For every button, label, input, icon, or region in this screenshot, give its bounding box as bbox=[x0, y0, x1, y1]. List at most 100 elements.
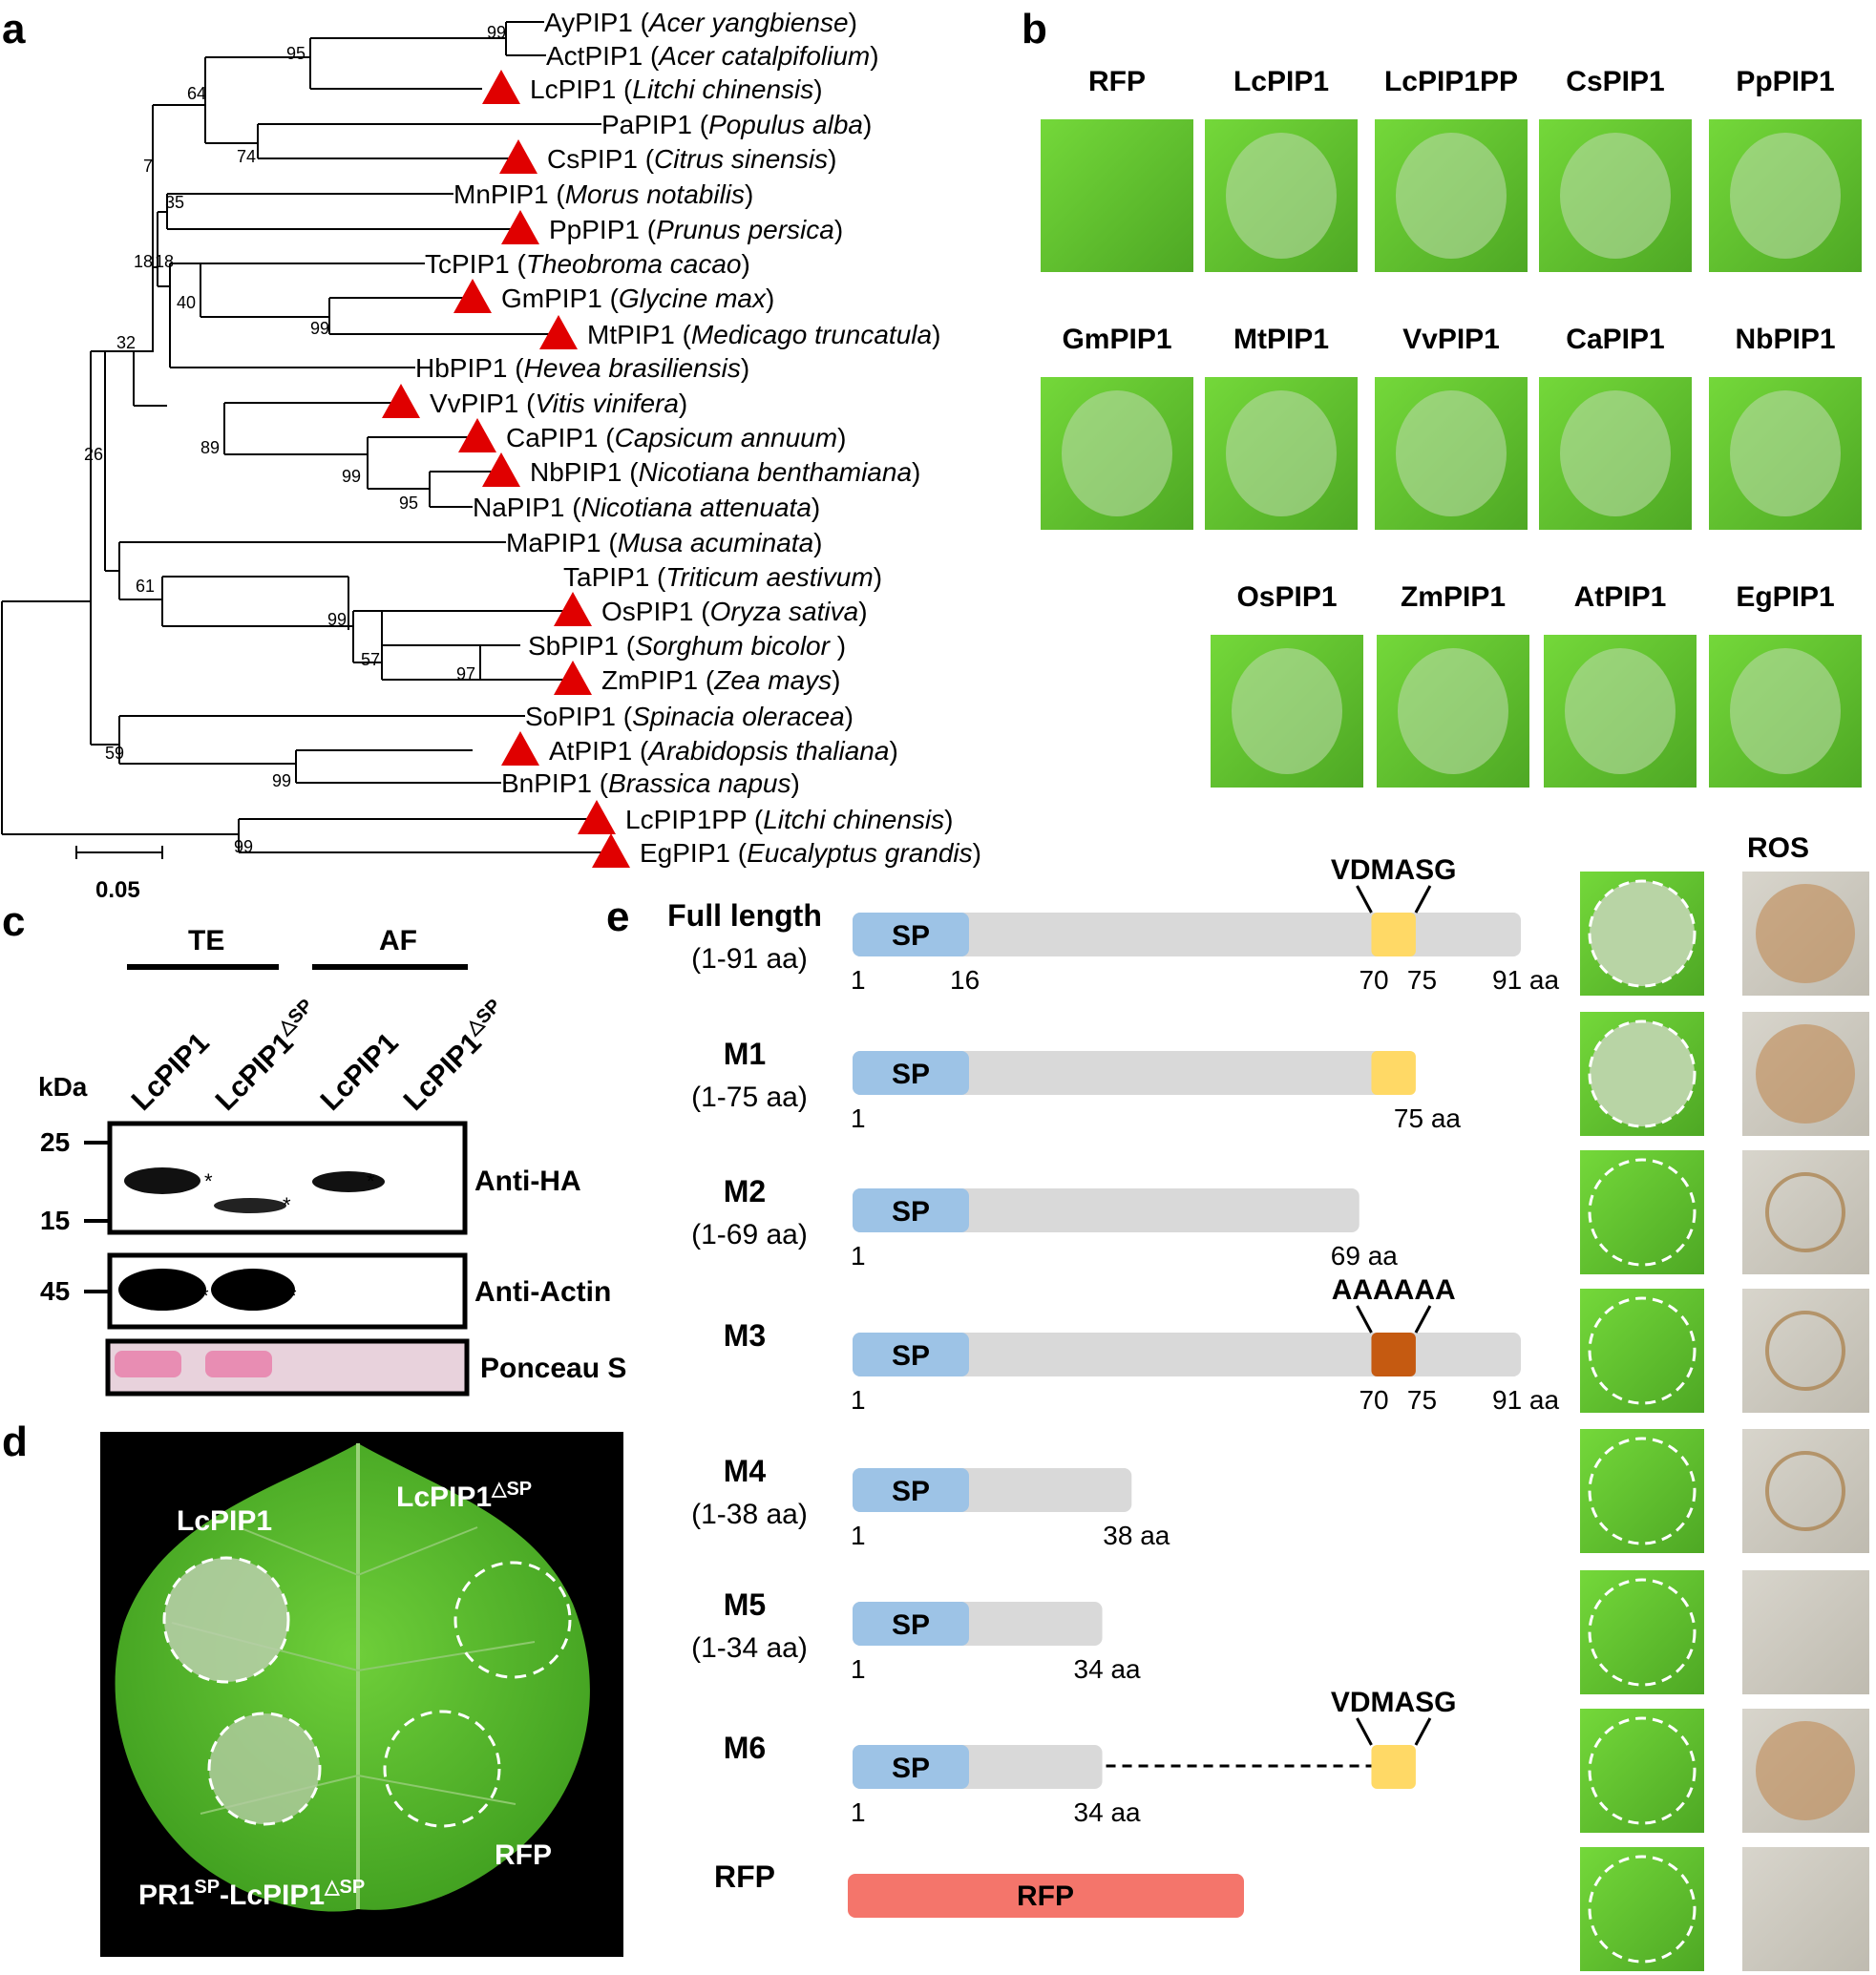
construct-range: (1-75 aa) bbox=[691, 1082, 808, 1113]
taxon-species: Triticum aestivum bbox=[665, 562, 873, 592]
band-star: * bbox=[283, 1193, 291, 1217]
taxon-gene: BnPIP1 ( bbox=[501, 768, 609, 798]
leaf-tile-label: NbPIP1 bbox=[1735, 324, 1835, 355]
ponceau-band bbox=[115, 1351, 181, 1377]
taxon-paren: ) bbox=[837, 423, 846, 452]
signal-peptide-label: SP bbox=[892, 1059, 930, 1090]
motif-box bbox=[1371, 1745, 1416, 1789]
taxon-label: GmPIP1 (Glycine max) bbox=[501, 284, 774, 313]
taxon-species: Nicotiana benthamiana bbox=[639, 457, 912, 487]
taxon-paren: ) bbox=[742, 249, 750, 279]
western-blot-panel: TE AF kDa LcPIP1 LcPIP1△SP LcPIP1 LcPIP1… bbox=[38, 925, 626, 1397]
marker-triangle-icon bbox=[592, 833, 630, 868]
leaf-tile-label: ZmPIP1 bbox=[1401, 581, 1506, 613]
residue-position: 38 aa bbox=[1103, 1521, 1170, 1550]
taxon-label: LcPIP1 (Litchi chinensis) bbox=[530, 74, 823, 104]
taxon-paren: ) bbox=[870, 41, 878, 71]
taxon-gene: ZmPIP1 ( bbox=[601, 665, 715, 695]
taxon-species: Prunus persica bbox=[656, 215, 834, 244]
ros-stain-photo bbox=[1742, 1150, 1869, 1274]
taxon-paren: ) bbox=[944, 805, 953, 834]
band bbox=[312, 1171, 385, 1192]
leaf-tile-label: LcPIP1PP bbox=[1384, 66, 1518, 97]
construct-leaf-photo bbox=[1580, 1289, 1704, 1413]
residue-position: 1 bbox=[851, 1385, 866, 1415]
taxon-paren: ) bbox=[832, 665, 840, 695]
leaf-tile-label: GmPIP1 bbox=[1062, 324, 1171, 355]
bootstrap-value: 99 bbox=[342, 467, 361, 486]
signal-peptide-label: SP bbox=[892, 1340, 930, 1372]
leaf-tile-label: RFP bbox=[1088, 66, 1146, 97]
leaf-tile-label: MtPIP1 bbox=[1233, 324, 1329, 355]
residue-position: 91 aa bbox=[1492, 965, 1559, 995]
taxon-species: Zea mays bbox=[713, 665, 832, 695]
construct-name: M3 bbox=[724, 1318, 766, 1353]
leaf-tile-label: PpPIP1 bbox=[1736, 66, 1834, 97]
residue-position: 70 bbox=[1359, 1385, 1388, 1415]
marker-triangle-icon bbox=[539, 315, 578, 349]
necrosis-area bbox=[1062, 390, 1172, 516]
necrosis-area bbox=[1226, 390, 1337, 516]
construct-spot bbox=[1588, 1437, 1697, 1545]
taxon-paren: ) bbox=[766, 284, 774, 313]
band bbox=[118, 1269, 206, 1311]
taxon-species: Vitis vinifera bbox=[535, 389, 678, 418]
taxon-gene: AyPIP1 ( bbox=[544, 8, 650, 37]
marker-25: 25 bbox=[40, 1127, 70, 1157]
bootstrap-value: 32 bbox=[116, 333, 136, 352]
construct-body bbox=[853, 1188, 1360, 1232]
taxon-gene: MaPIP1 ( bbox=[506, 528, 618, 557]
taxon-species: Oryza sativa bbox=[710, 597, 859, 626]
taxon-label: CsPIP1 (Citrus sinensis) bbox=[547, 144, 836, 174]
marker-triangle-icon bbox=[499, 139, 538, 174]
taxon-paren: ) bbox=[858, 597, 867, 626]
leaf-infiltration-panel: LcPIP1 LcPIP1△SP RFP PR1SP-LcPIP1△SP bbox=[100, 1432, 623, 1957]
leaf-label-deltasp-sup: △SP bbox=[491, 1479, 532, 1500]
signal-peptide-label: SP bbox=[892, 1609, 930, 1641]
band-star: * bbox=[200, 1284, 209, 1308]
taxon-paren: ) bbox=[874, 562, 882, 592]
taxon-label: ZmPIP1 (Zea mays) bbox=[601, 665, 841, 695]
svg-text:LcPIP1△SP: LcPIP1△SP bbox=[396, 1479, 532, 1513]
taxon-gene: TaPIP1 ( bbox=[563, 562, 666, 592]
construct-spot bbox=[1588, 1716, 1697, 1825]
construct-body bbox=[853, 1051, 1403, 1095]
band-star: * bbox=[204, 1169, 213, 1193]
pr1-prefix: PR1 bbox=[138, 1880, 194, 1911]
taxon-paren: ) bbox=[973, 838, 981, 868]
construct-spot bbox=[1588, 1855, 1697, 1964]
band-star: * bbox=[288, 1284, 297, 1308]
taxon-gene: ActPIP1 ( bbox=[546, 41, 660, 71]
taxon-gene: TcPIP1 ( bbox=[425, 249, 526, 279]
panel-label-e: e bbox=[606, 893, 629, 940]
bootstrap-value: 99 bbox=[310, 319, 329, 338]
marker-triangle-icon bbox=[578, 800, 616, 834]
ros-label: ROS bbox=[1747, 832, 1809, 864]
necrosis-area bbox=[1730, 133, 1841, 259]
construct-leaf-photo bbox=[1580, 1150, 1704, 1274]
leaf-label-rfp: RFP bbox=[495, 1839, 552, 1871]
signal-peptide bbox=[853, 1468, 969, 1512]
ros-stain-spot bbox=[1756, 1721, 1855, 1820]
band bbox=[214, 1198, 286, 1213]
taxon-paren: ) bbox=[791, 768, 800, 798]
construct-spot bbox=[1588, 1158, 1697, 1267]
band bbox=[211, 1269, 295, 1311]
taxon-gene: MnPIP1 ( bbox=[453, 179, 565, 209]
construct-leaf-photo bbox=[1580, 1570, 1704, 1694]
motif-label: AAAAAA bbox=[1332, 1274, 1456, 1306]
construct-body bbox=[853, 913, 1521, 956]
taxon-paren: ) bbox=[837, 631, 846, 661]
taxon-gene: MtPIP1 ( bbox=[587, 320, 692, 349]
taxon-species: Populus alba bbox=[708, 110, 863, 139]
phylogenetic-tree bbox=[1, 21, 616, 859]
taxon-label: LcPIP1PP (Litchi chinensis) bbox=[625, 805, 953, 834]
bootstrap-value: 40 bbox=[177, 293, 196, 312]
taxon-label: TcPIP1 (Theobroma cacao) bbox=[425, 249, 750, 279]
residue-position: 70 bbox=[1359, 965, 1388, 995]
marker-triangle-icon bbox=[501, 210, 539, 244]
residue-position: 75 bbox=[1407, 1385, 1437, 1415]
taxon-label: MnPIP1 (Morus notabilis) bbox=[453, 179, 753, 209]
